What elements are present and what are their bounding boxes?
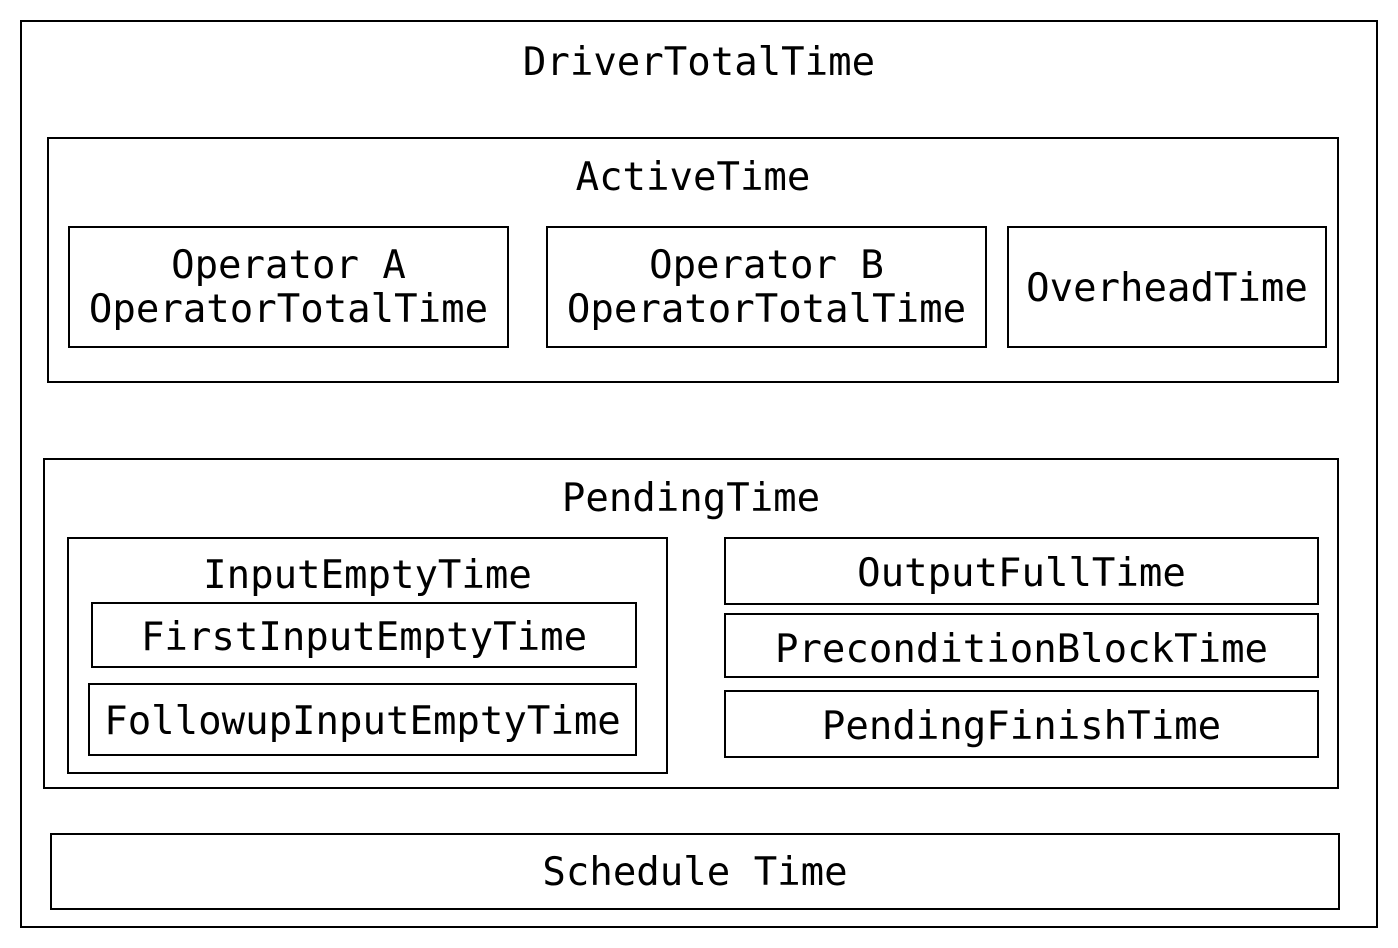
input-empty-time-label: InputEmptyTime	[203, 553, 532, 598]
operator-b-line1-label: Operator B	[649, 243, 884, 288]
schedule-time-label: Schedule Time	[542, 850, 848, 895]
followup-input-empty-time-box: FollowupInputEmptyTime	[88, 683, 637, 756]
precondition-block-time-label: PreconditionBlockTime	[774, 627, 1269, 672]
output-full-time-box: OutputFullTime	[724, 537, 1319, 605]
pending-time-label: PendingTime	[561, 476, 821, 521]
output-full-time-label: OutputFullTime	[857, 551, 1186, 596]
pending-finish-time-box: PendingFinishTime	[724, 690, 1319, 758]
operator-a-total-time-box: Operator A OperatorTotalTime	[68, 226, 509, 348]
active-time-label: ActiveTime	[575, 155, 811, 200]
precondition-block-time-box: PreconditionBlockTime	[724, 613, 1319, 678]
operator-a-line2-label: OperatorTotalTime	[88, 287, 489, 332]
driver-total-time-label: DriverTotalTime	[522, 40, 876, 85]
schedule-time-box: Schedule Time	[50, 833, 1340, 910]
overhead-time-label: OverheadTime	[1026, 266, 1308, 311]
pending-finish-time-label: PendingFinishTime	[821, 704, 1222, 749]
operator-a-line1-label: Operator A	[171, 243, 406, 288]
operator-b-total-time-box: Operator B OperatorTotalTime	[546, 226, 987, 348]
overhead-time-box: OverheadTime	[1007, 226, 1327, 348]
first-input-empty-time-box: FirstInputEmptyTime	[91, 602, 637, 668]
followup-input-empty-time-label: FollowupInputEmptyTime	[104, 699, 621, 744]
first-input-empty-time-label: FirstInputEmptyTime	[140, 615, 588, 660]
operator-b-line2-label: OperatorTotalTime	[566, 287, 967, 332]
